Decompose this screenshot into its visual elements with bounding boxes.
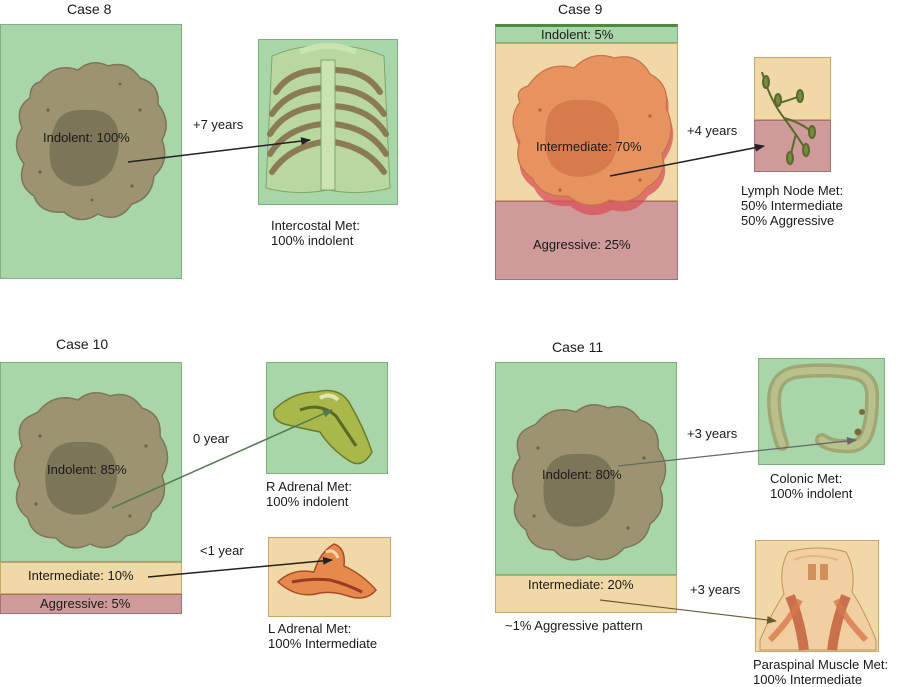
lymph-node-icon	[761, 71, 816, 165]
case11-colon-arrow	[617, 437, 857, 467]
case10-aggressive-region	[0, 594, 182, 614]
case9-tumor-icon	[512, 55, 674, 216]
case10-l-met-line2: 100% Intermediate	[268, 636, 378, 651]
case8-title: Case 8	[67, 1, 112, 17]
case10-aggressive-label: Aggressive: 5%	[40, 596, 131, 611]
case9-met-line1: Lymph Node Met:	[741, 183, 844, 198]
case10-l-arrow	[147, 556, 333, 578]
case11-neck-interval: +3 years	[690, 582, 741, 597]
case11-colon-met-line1: Colonic Met:	[770, 471, 843, 486]
case9-indolent-region	[495, 24, 678, 43]
case8-met-line1: Intercostal Met:	[271, 218, 360, 233]
case10-tumor-icon	[13, 392, 169, 549]
case10-r-arrow	[111, 409, 333, 509]
case8-interval: +7 years	[193, 117, 244, 132]
case9-met-line2: 50% Intermediate	[741, 198, 843, 213]
case9-indolent-label: Indolent: 5%	[541, 27, 614, 42]
case11-neck-met-line2: 100% Intermediate	[753, 672, 863, 687]
case11-intermediate-region	[495, 575, 677, 613]
case11-colon-met-line2: 100% indolent	[770, 486, 853, 501]
case9-met-line3: 50% Aggressive	[741, 213, 835, 228]
case10-r-interval: 0 year	[193, 431, 230, 446]
case9-interval: +4 years	[687, 123, 738, 138]
case9-aggressive-label: Aggressive: 25%	[533, 237, 631, 252]
l-adrenal-icon	[276, 543, 377, 599]
case11-title: Case 11	[552, 339, 604, 355]
case11-intermediate-label: Intermediate: 20%	[528, 577, 634, 592]
case8-indolent-label: Indolent: 100%	[43, 130, 130, 145]
case10-intermediate-label: Intermediate: 10%	[28, 568, 134, 583]
r-adrenal-icon	[272, 389, 373, 465]
neck-muscle-icon	[759, 547, 877, 651]
case8-arrow	[127, 137, 311, 163]
case9-arrow	[609, 143, 765, 177]
case11-indolent-label: Indolent: 80%	[542, 467, 622, 482]
case11-colon-interval: +3 years	[687, 426, 738, 441]
case8-tumor-icon	[15, 62, 167, 221]
case10-r-met-line1: R Adrenal Met:	[266, 479, 352, 494]
case10-title: Case 10	[56, 336, 109, 352]
case11-neck-met-line1: Paraspinal Muscle Met:	[753, 657, 889, 672]
case10-intermediate-region	[0, 562, 182, 594]
case10-r-met-line2: 100% indolent	[266, 494, 349, 509]
case11-neck-arrow	[599, 599, 777, 624]
colon-icon	[766, 363, 880, 454]
case10-l-interval: <1 year	[200, 543, 244, 558]
case9-title: Case 9	[558, 1, 603, 17]
case8-met-line2: 100% indolent	[271, 233, 354, 248]
case11-tumor-icon	[511, 404, 667, 561]
case10-indolent-label: Indolent: 85%	[47, 462, 127, 477]
case11-note: ~1% Aggressive pattern	[505, 618, 643, 633]
ribcage-icon	[265, 43, 391, 194]
case10-l-met-line1: L Adrenal Met:	[268, 621, 352, 636]
case9-intermediate-label: Intermediate: 70%	[536, 139, 642, 154]
